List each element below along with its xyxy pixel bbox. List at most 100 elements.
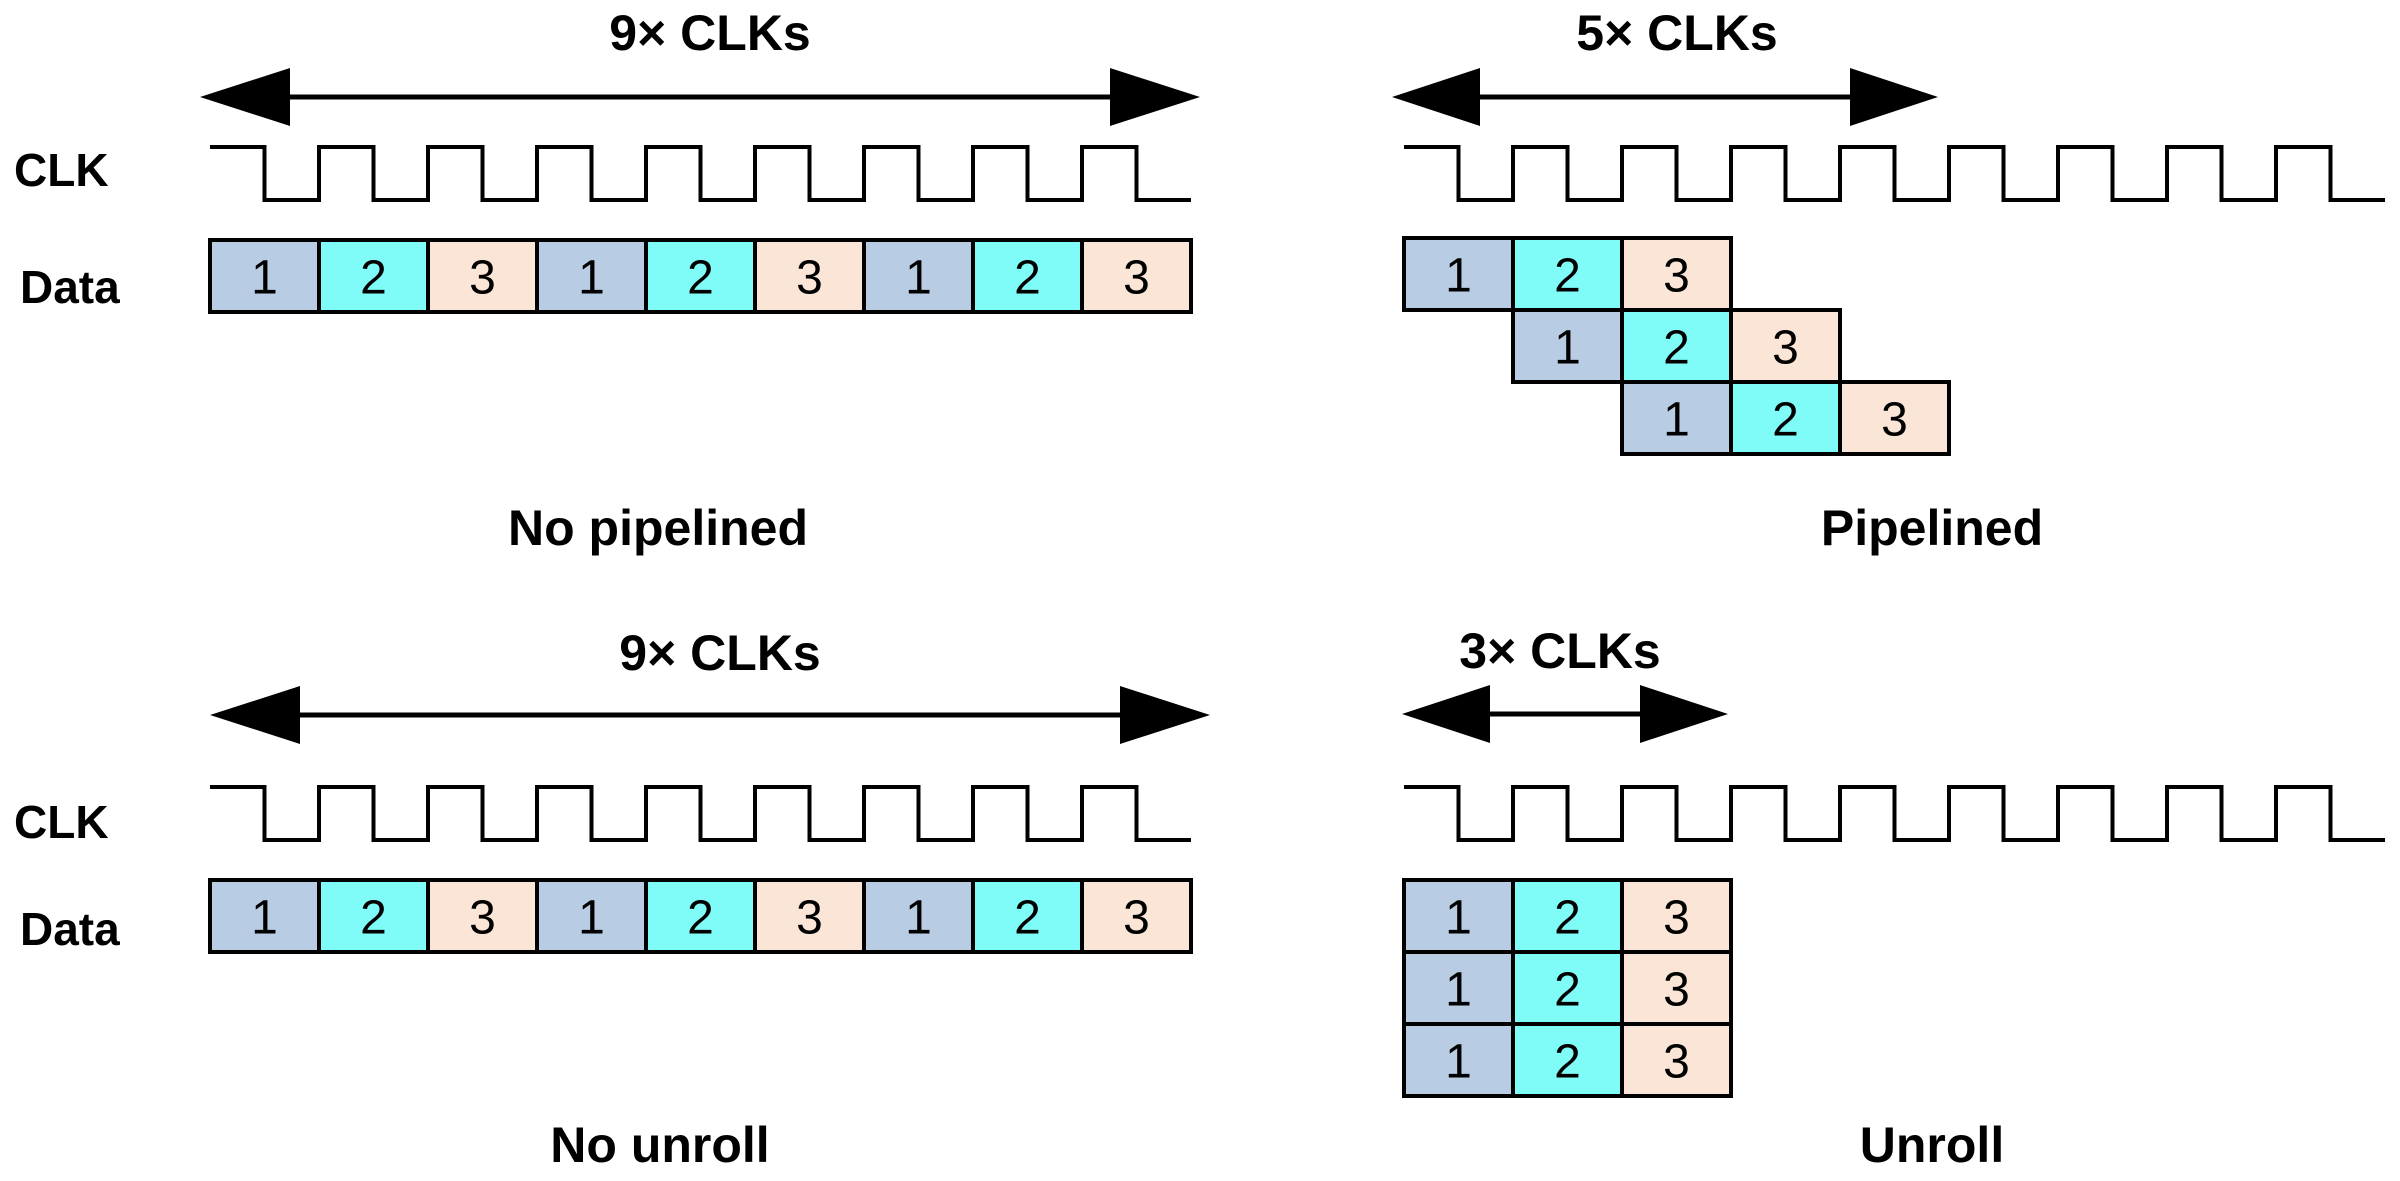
data-cell-box xyxy=(1620,380,1733,456)
data-cell: 1 xyxy=(1620,380,1733,456)
data-cell: 1 xyxy=(1402,878,1515,954)
data-cell: 2 xyxy=(1620,308,1733,384)
data-cell: 1 xyxy=(1511,308,1624,384)
clk-label: CLK xyxy=(14,144,109,196)
data-cell-label: 2 xyxy=(687,892,714,945)
span-arrow xyxy=(1392,68,1938,126)
span-label: 9× CLKs xyxy=(619,625,820,681)
data-cell: 3 xyxy=(1620,950,1733,1026)
data-cell-label: 1 xyxy=(1445,1036,1472,1089)
data-cell-box xyxy=(862,878,975,954)
data-cell: 3 xyxy=(1080,238,1193,314)
span-label: 5× CLKs xyxy=(1576,5,1777,61)
data-cell: 1 xyxy=(862,878,975,954)
data-cell: 1 xyxy=(1402,1022,1515,1098)
data-cell: 2 xyxy=(1511,1022,1624,1098)
data-label: Data xyxy=(20,261,120,313)
data-cell: 3 xyxy=(426,878,539,954)
data-cell-label: 3 xyxy=(1663,892,1690,945)
data-cell: 2 xyxy=(1729,380,1842,456)
data-cell-box xyxy=(1620,308,1733,384)
caption: Unroll xyxy=(1860,1117,2004,1173)
data-cell-label: 2 xyxy=(1663,322,1690,375)
data-cell: 2 xyxy=(1511,950,1624,1026)
data-cell-label: 1 xyxy=(1445,250,1472,303)
data-cell-label: 2 xyxy=(1772,394,1799,447)
data-cell-box xyxy=(1729,308,1842,384)
data-cell-label: 1 xyxy=(251,892,278,945)
clock-waveform xyxy=(1404,145,2385,202)
data-cell-label: 1 xyxy=(905,252,932,305)
data-cell-label: 3 xyxy=(1881,394,1908,447)
data-cell: 1 xyxy=(862,238,975,314)
data-cell-label: 2 xyxy=(687,252,714,305)
data-cell: 2 xyxy=(971,238,1084,314)
data-cell-label: 2 xyxy=(1014,252,1041,305)
data-cell-label: 3 xyxy=(469,252,496,305)
data-cell-box xyxy=(426,878,539,954)
clock-waveform xyxy=(210,785,1191,842)
data-cell-label: 3 xyxy=(1663,964,1690,1017)
data-cell: 1 xyxy=(1402,950,1515,1026)
data-cell-label: 1 xyxy=(578,892,605,945)
data-cell: 3 xyxy=(1080,878,1193,954)
data-cell-label: 2 xyxy=(1554,1036,1581,1089)
data-cell-box xyxy=(317,238,430,314)
data-cell: 3 xyxy=(426,238,539,314)
data-cell-box xyxy=(644,878,757,954)
data-cell: 3 xyxy=(1620,878,1733,954)
data-cell: 1 xyxy=(535,238,648,314)
span-label: 9× CLKs xyxy=(609,5,810,61)
data-cell-label: 3 xyxy=(1772,322,1799,375)
data-cell: 3 xyxy=(1838,380,1951,456)
data-cell-label: 3 xyxy=(1663,1036,1690,1089)
span-arrow xyxy=(1402,685,1728,743)
data-cell-label: 3 xyxy=(1663,250,1690,303)
data-cell: 3 xyxy=(1729,308,1842,384)
data-cell-box xyxy=(1402,236,1515,312)
data-cell: 1 xyxy=(208,238,321,314)
data-cell: 2 xyxy=(317,878,430,954)
data-cell-box xyxy=(535,878,648,954)
clock-waveform xyxy=(1404,785,2385,842)
data-cell: 3 xyxy=(753,238,866,314)
data-cell-box xyxy=(1620,1022,1733,1098)
data-cell-label: 2 xyxy=(1554,892,1581,945)
caption: Pipelined xyxy=(1821,500,2043,556)
data-cell-box xyxy=(971,878,1084,954)
data-cell-label: 3 xyxy=(469,892,496,945)
data-cell-label: 1 xyxy=(251,252,278,305)
data-cell: 1 xyxy=(208,878,321,954)
data-cell-label: 2 xyxy=(1014,892,1041,945)
data-cell-label: 1 xyxy=(905,892,932,945)
data-cells: 1 2 3 1 2 3 1 2 3 xyxy=(1402,878,1733,1098)
data-cell-label: 1 xyxy=(1445,892,1472,945)
data-cell: 2 xyxy=(644,238,757,314)
clk-label: CLK xyxy=(14,796,109,848)
data-cell-label: 3 xyxy=(796,892,823,945)
data-cell: 2 xyxy=(317,238,430,314)
data-cell-box xyxy=(1838,380,1951,456)
data-cell-label: 3 xyxy=(1123,892,1150,945)
data-cell-label: 1 xyxy=(1554,322,1581,375)
data-cell-label: 2 xyxy=(360,892,387,945)
data-cell-box xyxy=(1511,1022,1624,1098)
data-cell-label: 1 xyxy=(1445,964,1472,1017)
data-cell-box xyxy=(1080,238,1193,314)
data-cell-box xyxy=(1620,950,1733,1026)
data-cell: 3 xyxy=(1620,236,1733,312)
data-cell-label: 2 xyxy=(1554,964,1581,1017)
data-label: Data xyxy=(20,903,120,955)
data-cell: 3 xyxy=(753,878,866,954)
data-cell-label: 1 xyxy=(578,252,605,305)
span-arrow xyxy=(200,68,1200,126)
data-cell: 2 xyxy=(1511,236,1624,312)
span-arrow xyxy=(210,686,1210,744)
data-cell: 2 xyxy=(1511,878,1624,954)
